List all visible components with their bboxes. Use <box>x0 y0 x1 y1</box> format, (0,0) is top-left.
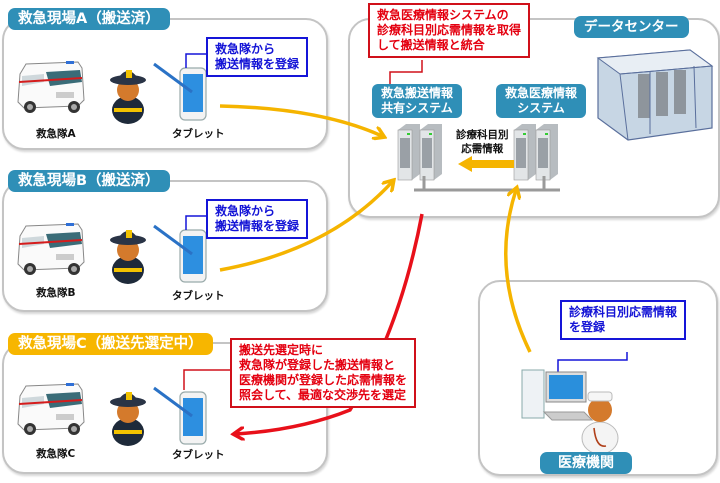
network-line <box>414 176 560 192</box>
device-label-a: タブレット <box>172 128 225 140</box>
team-label-b: 救急隊B <box>36 287 76 299</box>
hospital-title: 医療機関 <box>540 452 632 474</box>
datacenter-callout: 救急医療情報システムの 診療科目別応需情報を取得 して搬送情報と統合 <box>368 3 531 58</box>
system-label-emergency-medical: 救急医療情報 システム <box>496 84 586 118</box>
scene-c-title: 救急現場C（搬送先選定中） <box>8 333 213 355</box>
server-icon <box>513 123 537 181</box>
tablet-icon <box>152 386 208 446</box>
doctor-icon <box>581 391 619 455</box>
ambulance-icon <box>17 222 85 276</box>
scene-b-title: 救急現場B（搬送済） <box>8 170 170 192</box>
scene-c-callout: 搬送先選定時に 救急隊が登録した搬送情報と 医療機関が登録した応需情報を 照会し… <box>230 338 417 408</box>
team-label-a: 救急隊A <box>36 128 76 140</box>
hospital-callout: 診療科目別応需情報 を登録 <box>560 300 687 340</box>
upload-arrow-hospital <box>504 190 532 353</box>
team-label-c: 救急隊C <box>36 448 76 460</box>
server-icon <box>419 123 443 181</box>
datacenter-building-icon <box>596 49 714 141</box>
system-label-sharing: 救急搬送情報 共有システム <box>372 84 462 118</box>
firefighter-icon <box>110 70 146 124</box>
tablet-icon <box>152 224 208 284</box>
firefighter-icon <box>110 392 146 446</box>
server-icon <box>535 123 559 181</box>
ambulance-icon <box>17 60 85 114</box>
tablet-icon <box>152 62 208 122</box>
device-label-b: タブレット <box>172 290 225 302</box>
computer-icon <box>521 369 594 421</box>
scene-a-title: 救急現場A（搬送済） <box>8 8 170 30</box>
flow-label: 診療科目別 応需情報 <box>456 129 509 155</box>
firefighter-icon <box>110 230 146 284</box>
datacenter-title: データセンター <box>574 16 689 38</box>
ambulance-icon <box>17 382 85 436</box>
device-label-c: タブレット <box>172 449 225 461</box>
upload-arrow-b <box>219 182 392 272</box>
upload-arrow-a <box>219 104 382 136</box>
scene-b-callout: 救急隊から 搬送情報を登録 <box>206 199 309 239</box>
scene-a-callout: 救急隊から 搬送情報を登録 <box>206 37 309 77</box>
server-icon <box>397 123 421 181</box>
